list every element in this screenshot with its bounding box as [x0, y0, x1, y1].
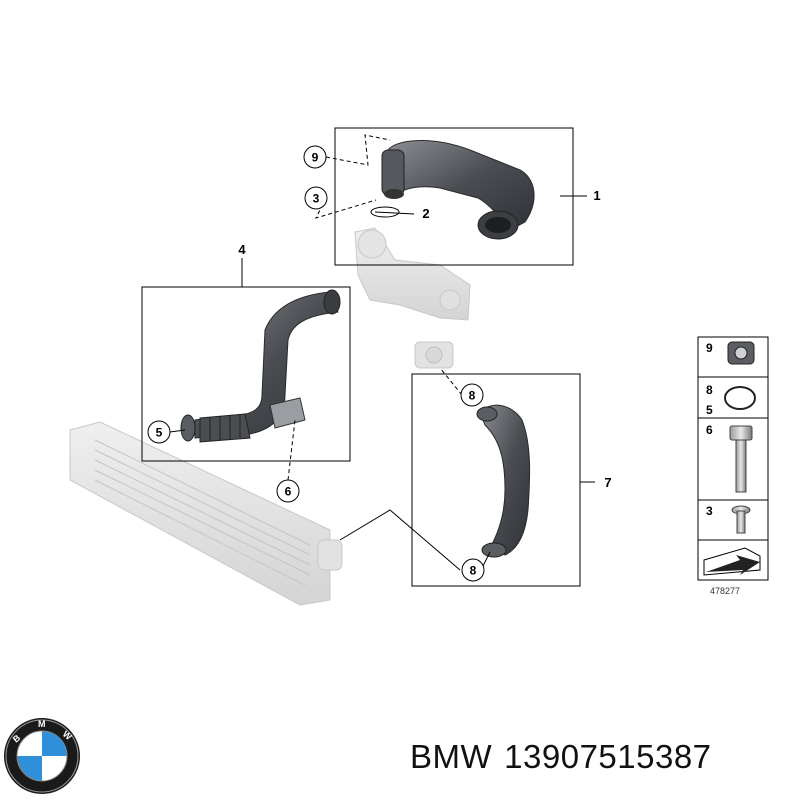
svg-text:6: 6 — [285, 485, 292, 499]
svg-text:8: 8 — [706, 383, 713, 397]
part-number: 13907515387 — [504, 738, 712, 775]
callout-4: 4 — [238, 242, 246, 257]
part-2-ring — [370, 206, 400, 218]
legend-nut-icon — [727, 341, 755, 365]
logo-letter-b: B — [11, 732, 23, 744]
callout-8-bottom: 8 — [461, 558, 485, 582]
svg-text:6: 6 — [706, 423, 713, 437]
svg-text:2: 2 — [422, 206, 429, 221]
svg-text:3: 3 — [706, 504, 713, 518]
bmw-logo: B M W — [4, 718, 80, 794]
part-1-intake-pipe — [381, 140, 535, 240]
group-frame-4 — [141, 286, 351, 462]
leader-lines — [169, 134, 595, 571]
callout-8-top: 8 — [460, 383, 484, 407]
part-7-charge-hose — [476, 404, 531, 558]
svg-text:9: 9 — [312, 151, 319, 165]
svg-text:7: 7 — [604, 475, 611, 490]
svg-text:5: 5 — [706, 403, 713, 417]
callout-9: 9 — [303, 145, 327, 169]
legend-bolt-long-icon — [729, 425, 753, 493]
part-4-charge-pipe — [180, 289, 341, 443]
intercooler-ghost — [69, 421, 343, 606]
svg-text:5: 5 — [156, 426, 163, 440]
callout-6: 6 — [276, 479, 300, 503]
legend-direction-arrow-icon — [703, 547, 761, 576]
callout-1: 1 — [593, 188, 600, 203]
brand-name: BMW — [410, 738, 493, 775]
callout-5: 5 — [147, 420, 171, 444]
callout-3: 3 — [304, 186, 328, 210]
svg-text:8: 8 — [470, 564, 477, 578]
legend-panel: 9 8 5 6 3 — [697, 336, 769, 581]
legend-oring-icon — [724, 386, 756, 410]
svg-text:1: 1 — [593, 188, 600, 203]
callout-2: 2 — [422, 206, 429, 221]
turbo-ghost — [354, 227, 471, 369]
svg-text:8: 8 — [469, 389, 476, 403]
logo-letter-m: M — [38, 719, 46, 729]
legend-screw-short-icon — [731, 505, 751, 534]
callout-7: 7 — [604, 475, 611, 490]
svg-text:4: 4 — [238, 242, 246, 257]
svg-text:9: 9 — [706, 341, 713, 355]
diagram-reference-number: 478277 — [710, 586, 740, 596]
brand-part-caption: BMW 13907515387 — [410, 738, 724, 776]
group-frame-7 — [411, 373, 581, 587]
svg-text:3: 3 — [313, 192, 320, 206]
